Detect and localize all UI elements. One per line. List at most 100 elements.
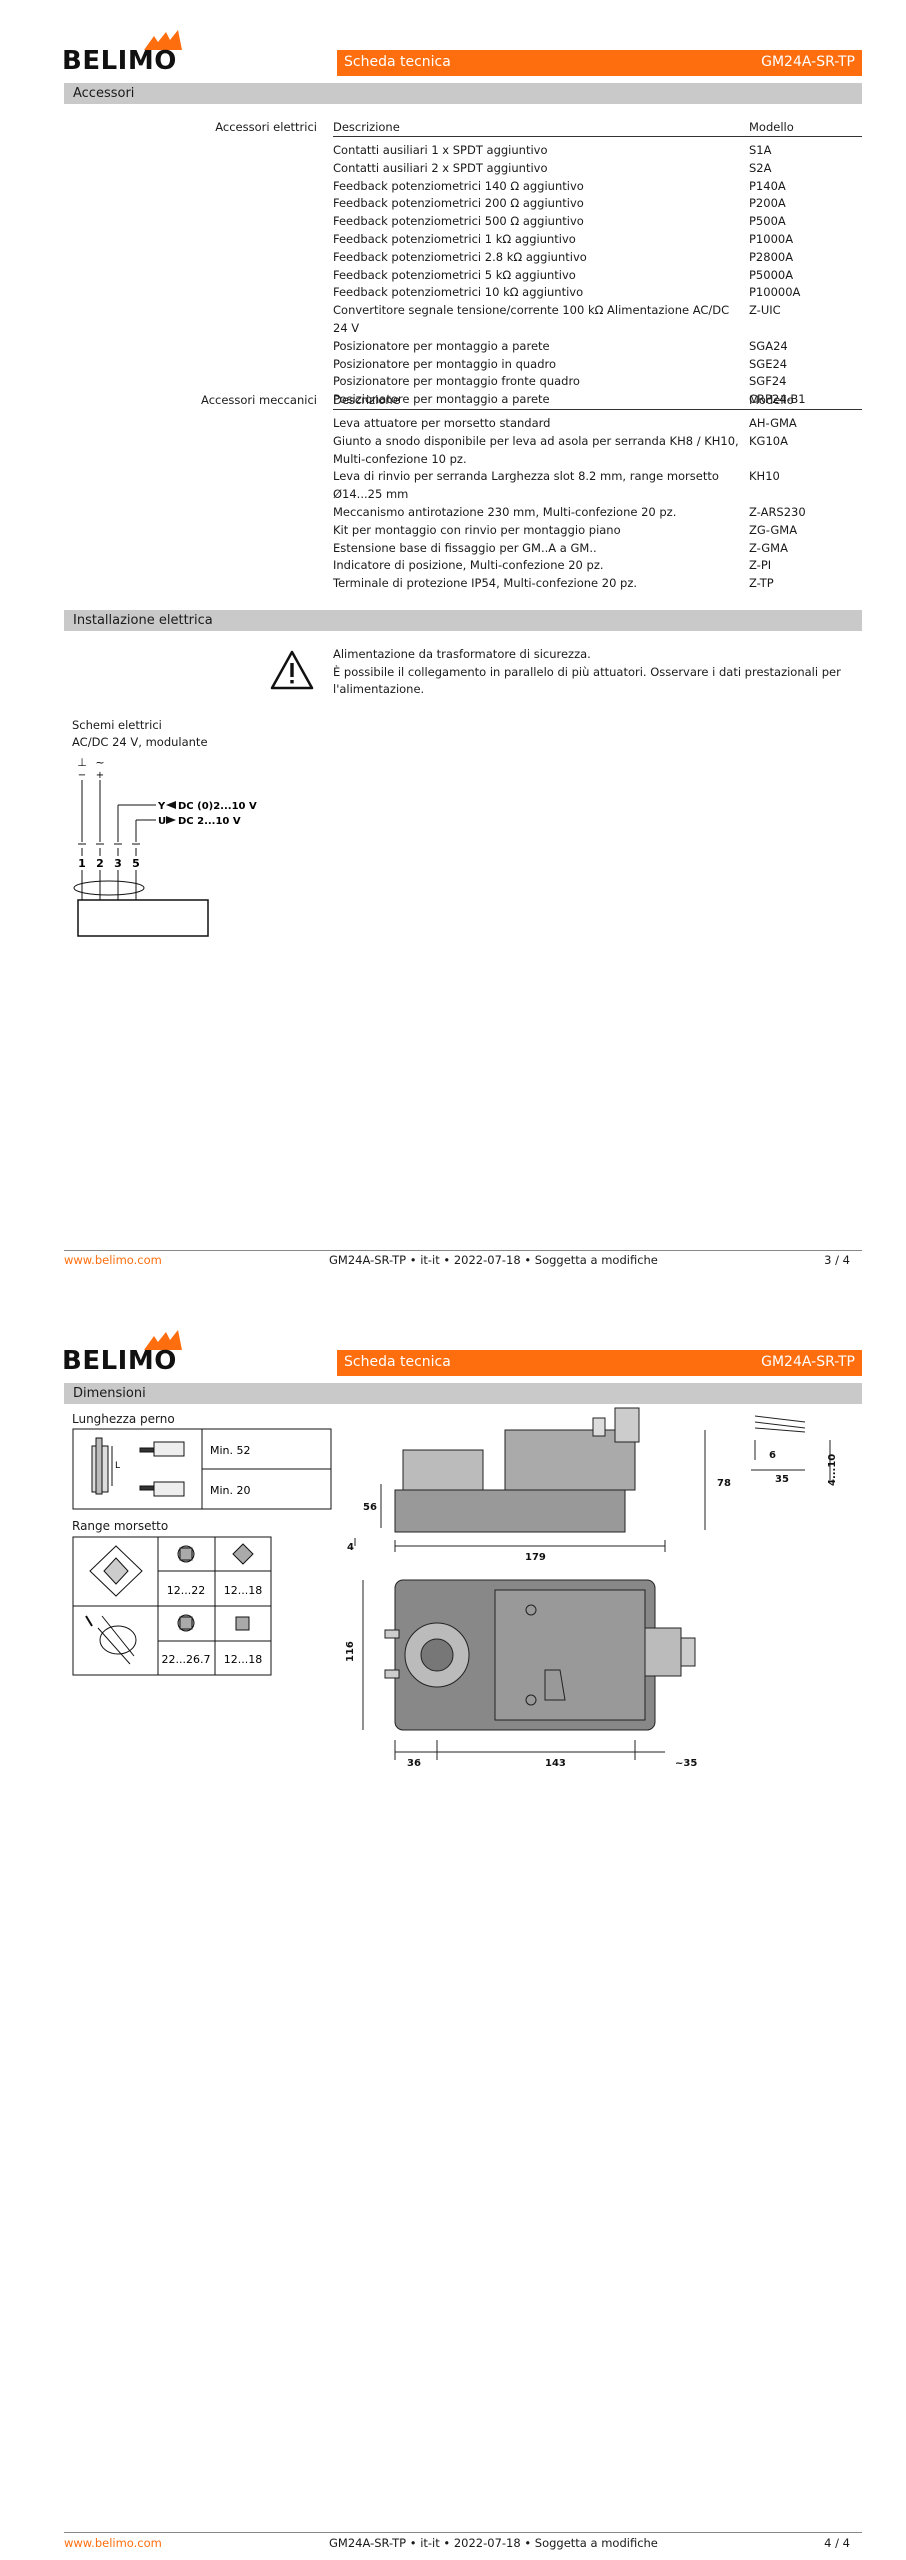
warning-line-2: È possibile il collegamento in parallelo… [333,664,841,697]
table-row: Posizionatore per montaggio a parete CRP2… [333,391,862,409]
doc-info: GM24A-SR-TP • it-it • 2022-07-18 • Sogge… [329,1253,658,1267]
plus-symbol: + [96,770,104,781]
dim-L-label: L [115,1461,120,1471]
row-model: Z-UIC [749,303,781,318]
row-description: Posizionatore per montaggio a parete [333,392,550,407]
table-row: Convertitore segnale tensione/corrente 1… [333,302,862,338]
product-code: GM24A-SR-TP [761,54,855,70]
ac-symbol: ~ [95,756,104,769]
signal-y-label: Y [157,801,166,812]
dim-78: 78 [717,1478,731,1489]
product-code: GM24A-SR-TP [761,1354,855,1370]
website-link[interactable]: www.belimo.com [64,2536,162,2550]
warning-line-1: Alimentazione da trasformatore di sicure… [333,647,591,661]
signal-u-text: DC 2...10 V [178,816,241,827]
logo-flames-icon [144,30,182,50]
belimo-logo: BELIMO [62,30,182,80]
minus-symbol: − [78,770,86,781]
row-model: SGA24 [749,338,788,353]
row-description: Feedback potenziometrici 2.8 kΩ aggiunti… [333,249,587,264]
footer-divider [64,2532,862,2533]
dim-116: 116 [345,1641,356,1662]
wiring-title-block: Schemi elettrici AC/DC 24 V, modulante [72,717,208,751]
terminal-2: 2 [96,857,104,870]
row-model: P1000A [749,231,794,246]
lunghezza-row-2: Min. 20 [210,1484,251,1497]
group-label-meccanici: Accessori meccanici [201,393,317,407]
lunghezza-row-1: Min. 52 [210,1444,251,1457]
table-header-meccanici: Descrizione Modello [333,390,862,410]
row-model: ZG-GMA [749,522,798,537]
page-4: BELIMO Scheda tecnica GM24A-SR-TP Dimens… [0,1300,906,2560]
wiring-subtitle: AC/DC 24 V, modulante [72,735,208,749]
row-model: KH10 [749,469,780,484]
row-description: Leva di rinvio per serranda Larghezza sl… [333,469,719,502]
section-accessori: Accessori [64,83,862,104]
belimo-logo: BELIMO [62,1330,182,1380]
row-description: Giunto a snodo disponibile per leva ad a… [333,433,739,466]
arrow-out-icon [166,816,176,824]
range-title: Range morsetto [72,1519,169,1533]
dim-143: 143 [545,1758,566,1769]
table-row: Kit per montaggio con rinvio per montagg… [333,522,862,540]
section-title: Dimensioni [73,1386,146,1401]
row-description: Kit per montaggio con rinvio per montagg… [333,522,621,537]
row-description: Feedback potenziometrici 200 Ω aggiuntiv… [333,196,584,211]
row-model: S2A [749,160,772,175]
row-model: SGE24 [749,356,788,371]
section-dimensioni: Dimensioni [64,1383,862,1404]
dim-6: 6 [769,1450,776,1461]
row-model: P5000A [749,267,794,282]
table-row: Feedback potenziometrici 140 Ω aggiuntiv… [333,178,862,196]
dim-36: 36 [407,1758,421,1769]
row-description: Feedback potenziometrici 140 Ω aggiuntiv… [333,178,584,193]
table-row: Feedback potenziometrici 5 kΩ aggiuntivo… [333,267,862,285]
terminal-5: 5 [132,857,140,870]
range-r2-c1: 22...26.7 [162,1653,211,1666]
row-description: Feedback potenziometrici 500 Ω aggiuntiv… [333,214,584,229]
row-model: CRP24-B1 [749,392,806,407]
col-model: Modello [749,393,794,407]
col-description: Descrizione [333,120,400,134]
row-model: S1A [749,143,772,157]
row-description: Posizionatore per montaggio in quadro [333,356,557,371]
row-model: Z-ARS230 [749,504,806,519]
table-row: Giunto a snodo disponibile per leva ad a… [333,433,862,469]
table-row: Indicatore di posizione, Multi-confezion… [333,557,862,575]
terminal-1: 1 [78,857,86,870]
page-number: 3 / 4 [824,1253,850,1267]
row-model: P500A [749,214,786,229]
signal-u-label: U [158,816,166,827]
row-description: Leva attuatore per morsetto standard [333,416,551,430]
dim-179: 179 [525,1552,546,1563]
table-row: Feedback potenziometrici 1 kΩ aggiuntivo… [333,231,862,249]
row-description: Indicatore di posizione, Multi-confezion… [333,558,604,573]
dim-56: 56 [363,1502,377,1513]
row-model: Z-PI [749,558,772,573]
doc-type: Scheda tecnica [344,1354,451,1370]
lunghezza-table: L Min. 52 Min. 20 [72,1428,332,1510]
ground-symbol: ⊥ [77,756,87,769]
arrow-in-icon [166,801,176,809]
table-header-elettrici: Descrizione Modello [333,117,862,137]
section-title: Installazione elettrica [73,613,213,628]
website-link[interactable]: www.belimo.com [64,1253,162,1267]
range-table: 12...22 12...18 22...26.7 12...18 [72,1536,272,1676]
dim-35b: ~35 [675,1758,697,1769]
group-label-elettrici: Accessori elettrici [215,120,317,134]
warning-icon [270,650,314,690]
row-description: Posizionatore per montaggio fronte quadr… [333,374,580,389]
range-r1-c2: 12...18 [224,1584,262,1597]
row-model: P2800A [749,249,794,264]
section-installazione: Installazione elettrica [64,610,862,631]
dim-35: 35 [775,1474,789,1485]
doc-info: GM24A-SR-TP • it-it • 2022-07-18 • Sogge… [329,2536,658,2550]
table-row: Posizionatore per montaggio fronte quadr… [333,373,862,391]
footer-divider [64,1250,862,1251]
